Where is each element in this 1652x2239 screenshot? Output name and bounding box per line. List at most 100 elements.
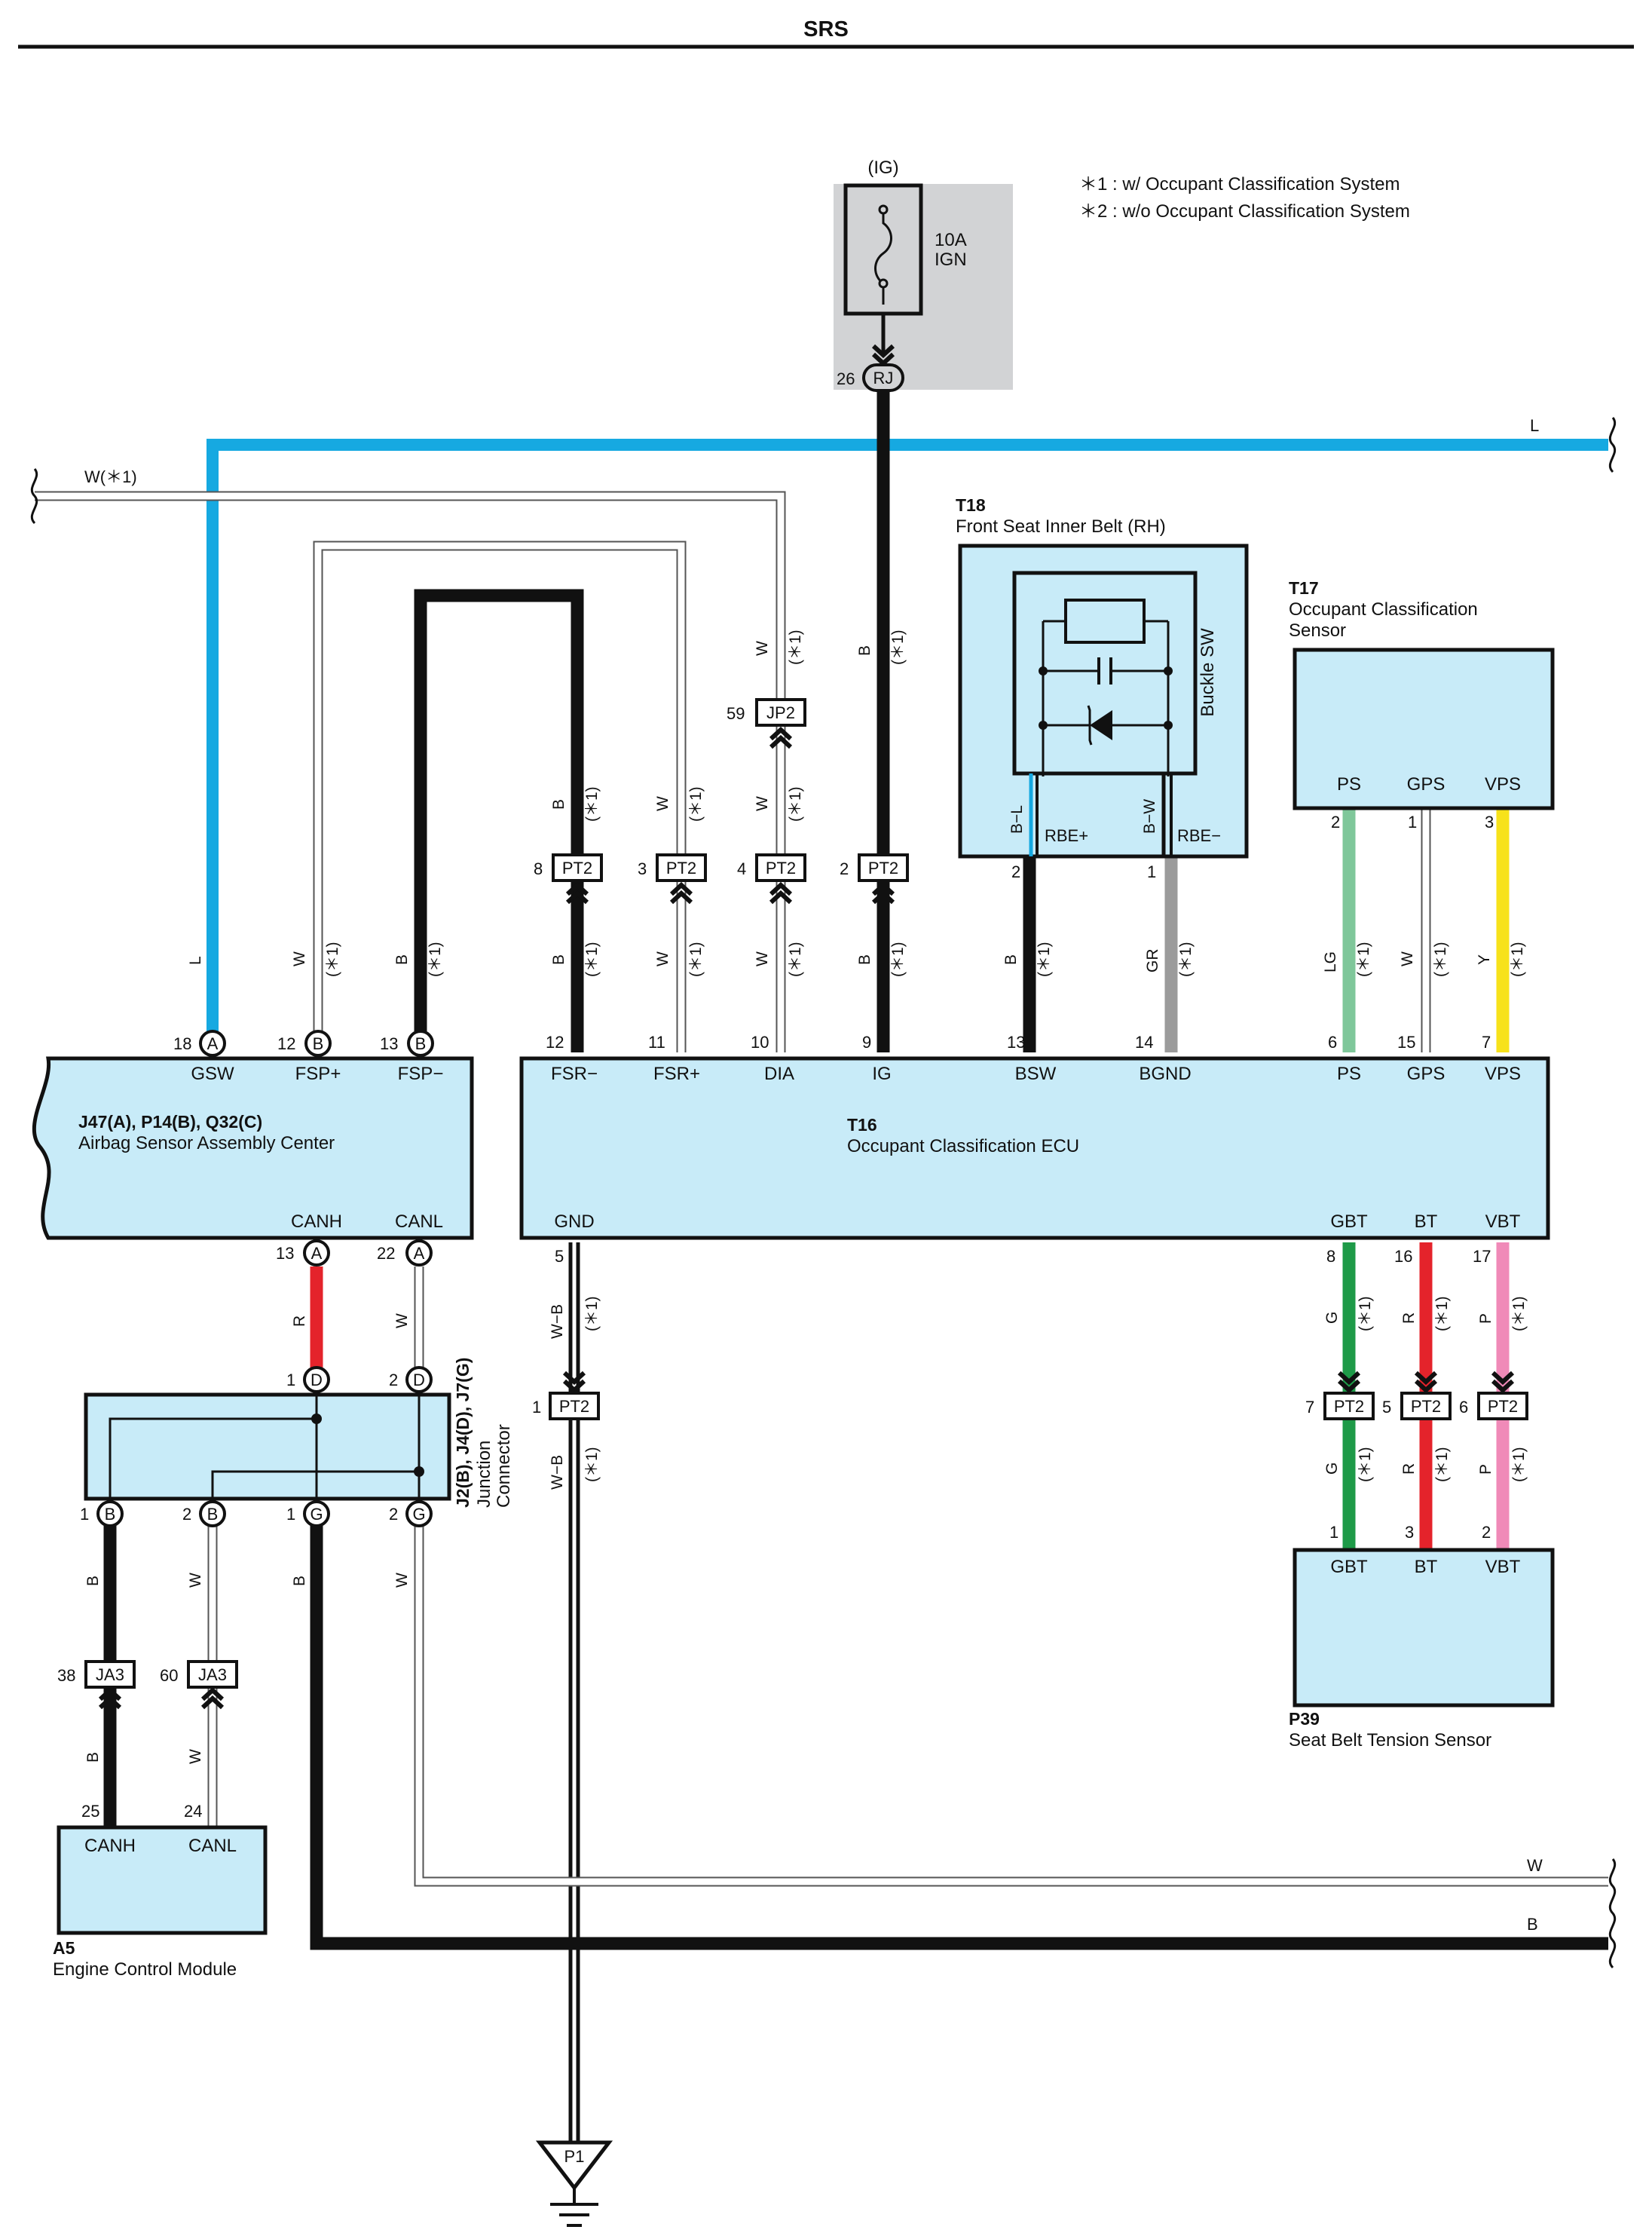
a5-ecm-body	[57, 1825, 268, 1935]
svg-text:(＊1): (＊1)	[1357, 1447, 1374, 1482]
svg-text:(＊1): (＊1)	[687, 786, 705, 822]
svg-text:(＊1): (＊1)	[687, 942, 705, 977]
p39-pins: GBT 1 BT 3 VBT 2	[1329, 1523, 1521, 1577]
svg-text:GR: GR	[1144, 949, 1161, 973]
t17-name-2: Sensor	[1289, 620, 1346, 641]
junction-name-1: Junction	[474, 1441, 494, 1508]
t17-id: T17	[1289, 578, 1319, 598]
svg-text:PT2: PT2	[559, 1397, 589, 1416]
svg-text:6: 6	[1459, 1398, 1468, 1417]
svg-text:(＊1): (＊1)	[889, 942, 907, 977]
svg-text:IG: IG	[872, 1064, 891, 1084]
svg-text:B: B	[550, 799, 567, 810]
wire-w-bottom-label: W	[1527, 1856, 1543, 1875]
svg-text:9: 9	[862, 1033, 871, 1052]
svg-text:G: G	[412, 1505, 425, 1524]
svg-text:R: R	[1400, 1463, 1418, 1475]
svg-text:5: 5	[1382, 1398, 1391, 1417]
svg-text:1: 1	[286, 1505, 295, 1524]
wire-w-offpage-label: W(＊1)	[84, 467, 137, 486]
junction-name-2: Connector	[494, 1424, 514, 1508]
svg-text:(＊1): (＊1)	[1433, 1447, 1451, 1482]
svg-text:13: 13	[1007, 1033, 1025, 1052]
wire-w-dia	[35, 491, 786, 1052]
svg-text:15: 15	[1397, 1033, 1415, 1052]
svg-text:GND: GND	[554, 1211, 594, 1232]
pt2-connector-vbt: PT2 6	[1459, 1373, 1528, 1420]
t18-name: Front Seat Inner Belt (RH)	[956, 516, 1166, 537]
svg-text:12: 12	[546, 1033, 564, 1052]
svg-text:FSR−: FSR−	[551, 1064, 598, 1084]
svg-text:10: 10	[751, 1033, 769, 1052]
pt2-connector-gbt: PT2 7	[1305, 1373, 1375, 1420]
a5-name: Engine Control Module	[53, 1959, 237, 1980]
svg-text:7: 7	[1482, 1033, 1491, 1052]
svg-text:(＊1): (＊1)	[1036, 942, 1053, 977]
svg-text:A: A	[311, 1244, 323, 1263]
svg-text:(＊1): (＊1)	[1432, 942, 1449, 977]
svg-text:(＊1): (＊1)	[1510, 1296, 1528, 1331]
svg-text:DIA: DIA	[764, 1064, 794, 1084]
wire-w-bottom-fill	[415, 1521, 1608, 1885]
page-title: SRS	[803, 17, 849, 41]
svg-text:1: 1	[80, 1505, 89, 1524]
svg-text:GBT: GBT	[1330, 1211, 1368, 1232]
wire-code-labels-lower-right: G (＊1) R (＊1) P (＊1) G (＊1) R (＊1) P (＊1…	[1323, 1296, 1528, 1482]
svg-text:14: 14	[1135, 1033, 1153, 1052]
svg-text:W−B: W−B	[549, 1304, 566, 1339]
svg-text:CANL: CANL	[395, 1211, 443, 1232]
svg-text:FSR+: FSR+	[653, 1064, 700, 1084]
svg-text:VBT: VBT	[1485, 1211, 1521, 1232]
svg-text:GPS: GPS	[1407, 1064, 1446, 1084]
svg-text:CANL: CANL	[188, 1836, 237, 1856]
jp2-connector: JP2 59	[727, 698, 806, 747]
svg-text:B: B	[393, 954, 411, 965]
t17-pin-number: 1	[1408, 813, 1417, 832]
svg-text:GBT: GBT	[1330, 1557, 1368, 1577]
fuse-terminal-top	[878, 204, 889, 215]
t17-pin-number: 2	[1331, 813, 1340, 832]
fuse-icon	[874, 210, 892, 305]
svg-text:W: W	[393, 1573, 411, 1588]
svg-text:3: 3	[1405, 1523, 1414, 1542]
wire-w-fsp-fsr	[313, 541, 687, 1052]
t18-pin-2: 2	[1011, 862, 1020, 881]
t18-rbe-plus: RBE+	[1045, 826, 1088, 845]
airbag-id: J47(A), P14(B), Q32(C)	[78, 1112, 262, 1132]
ja3-connector-canh: JA3 38	[57, 1660, 136, 1708]
svg-text:(＊1): (＊1)	[583, 942, 601, 977]
svg-text:6: 6	[1328, 1033, 1337, 1052]
svg-text:(＊1): (＊1)	[583, 1296, 601, 1331]
svg-text:13: 13	[380, 1034, 398, 1053]
wire-break-right-bottom	[1608, 1858, 1617, 1969]
svg-text:PT2: PT2	[1411, 1397, 1441, 1416]
svg-text:11: 11	[648, 1033, 665, 1052]
p39-body	[1293, 1548, 1555, 1708]
pt2-connector-ig: PT2 2	[840, 853, 909, 902]
svg-text:R: R	[291, 1316, 308, 1327]
svg-text:W: W	[754, 796, 771, 811]
wire-b-bottom	[310, 1521, 1608, 1950]
svg-text:2: 2	[1482, 1523, 1491, 1542]
svg-text:Y: Y	[1476, 954, 1493, 965]
pt2-connector-gnd: PT2 1	[532, 1373, 600, 1420]
a5-id: A5	[53, 1938, 75, 1958]
svg-text:A: A	[414, 1244, 425, 1263]
svg-text:PT2: PT2	[868, 859, 898, 878]
svg-text:G: G	[1323, 1312, 1341, 1324]
junction-internal-bus	[109, 1389, 424, 1499]
svg-text:(＊1): (＊1)	[787, 629, 804, 665]
t16-name: Occupant Classification ECU	[847, 1136, 1079, 1156]
svg-text:(＊1): (＊1)	[1510, 1447, 1528, 1482]
svg-text:B: B	[291, 1576, 308, 1586]
note-2: ＊2 : w/o Occupant Classification System	[1079, 201, 1410, 222]
svg-text:B: B	[207, 1505, 219, 1524]
svg-text:(＊1): (＊1)	[1355, 942, 1372, 977]
svg-text:BT: BT	[1415, 1211, 1438, 1232]
svg-text:BGND: BGND	[1139, 1064, 1191, 1084]
svg-text:5: 5	[555, 1247, 564, 1266]
svg-text:JP2: JP2	[766, 703, 795, 722]
svg-text:PT2: PT2	[1334, 1397, 1364, 1416]
t18-node	[1039, 666, 1048, 675]
